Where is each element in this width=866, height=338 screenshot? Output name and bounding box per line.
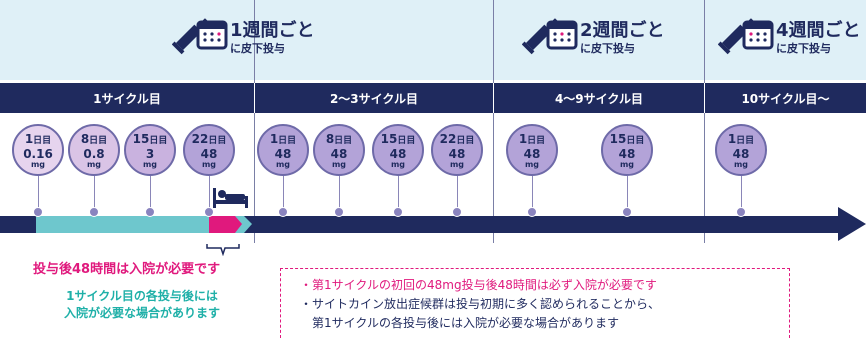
dose-marker <box>622 207 632 217</box>
cycle-label: 1サイクル目 <box>93 91 161 106</box>
info-line: 第1サイクルの各投与後には入院が必要な場合があります <box>312 316 620 330</box>
stem <box>457 176 458 212</box>
frequency-biweekly: 2週間ごとに皮下投与 <box>522 10 665 68</box>
dose-marker <box>393 207 403 217</box>
hospitalization-48h-note: 投与後48時間は入院が必要です <box>33 262 221 277</box>
divider <box>493 0 494 243</box>
stem <box>339 176 340 212</box>
dose-marker <box>527 207 537 217</box>
info-box <box>280 268 790 338</box>
cycle-label: 2～3サイクル目 <box>329 91 419 106</box>
frequency-title: 4週間ごと <box>776 20 861 41</box>
cycle-bar <box>0 83 866 113</box>
dose-marker <box>334 207 344 217</box>
divider <box>704 0 705 243</box>
syringe-calendar-icon <box>522 18 578 55</box>
info-line: ・第1サイクルの初回の48mg投与後48時間は必ず入院が必要です <box>300 278 657 292</box>
stem <box>741 176 742 212</box>
stem <box>627 176 628 212</box>
timeline-arrow <box>0 207 866 241</box>
stem <box>283 176 284 212</box>
dose-marker <box>204 207 214 217</box>
bracket <box>206 244 240 256</box>
divider <box>493 83 494 113</box>
dose-marker <box>89 207 99 217</box>
note-line: 入院が必要な場合があります <box>63 306 220 320</box>
hospital-bed-icon <box>213 188 248 208</box>
syringe-calendar-icon <box>172 18 228 55</box>
cycle-label: 4～9サイクル目 <box>554 91 644 106</box>
note-line: 1サイクル目の各投与後には <box>66 289 218 303</box>
frequency-route: に皮下投与 <box>230 42 285 55</box>
frequency-every-4-weeks: 4週間ごとに皮下投与 <box>718 10 861 68</box>
info-pointer <box>270 284 280 296</box>
stem <box>398 176 399 212</box>
frequency-title: 2週間ごと <box>580 20 665 41</box>
frequency-band <box>0 0 866 80</box>
cycle1-hospitalization-note: 1サイクル目の各投与後には 入院が必要な場合があります <box>30 288 254 322</box>
divider <box>254 83 255 113</box>
cycle-label: 10サイクル目～ <box>741 91 830 106</box>
stem <box>150 176 151 212</box>
divider <box>254 0 255 243</box>
divider <box>704 83 705 113</box>
dose-marker <box>736 207 746 217</box>
stem <box>94 176 95 212</box>
stem <box>532 176 533 212</box>
dose-marker <box>33 207 43 217</box>
stem <box>38 176 39 212</box>
frequency-route: に皮下投与 <box>580 42 635 55</box>
syringe-calendar-icon <box>718 18 774 55</box>
frequency-title: 1週間ごと <box>230 20 315 41</box>
frequency-route: に皮下投与 <box>776 42 831 55</box>
info-line: ・サイトカイン放出症候群は投与初期に多く認められることから、 <box>300 297 661 311</box>
dose-marker <box>452 207 462 217</box>
dose-marker <box>145 207 155 217</box>
dose-marker <box>278 207 288 217</box>
stem <box>209 176 210 212</box>
frequency-weekly: 1週間ごとに皮下投与 <box>172 10 315 68</box>
info-text: ・第1サイクルの初回の48mg投与後48時間は必ず入院が必要です ・サイトカイン… <box>300 276 660 333</box>
